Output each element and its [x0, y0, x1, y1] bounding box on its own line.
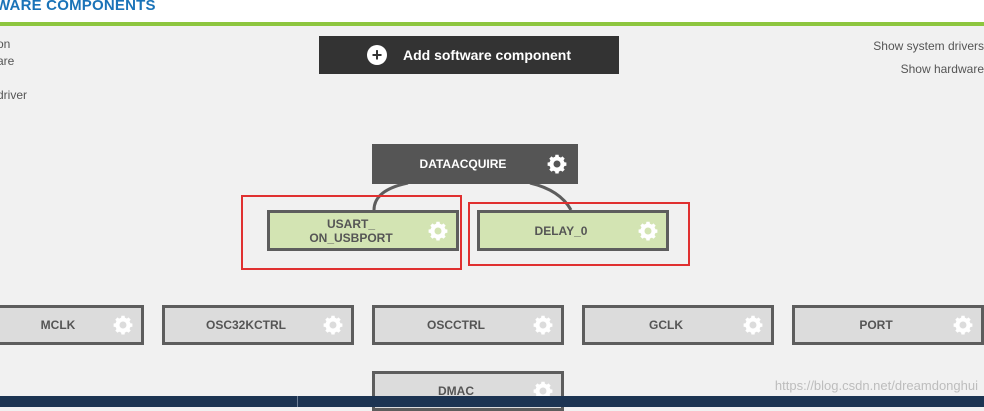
component-gclk-label: GCLK — [649, 318, 683, 332]
show-hardware-link[interactable]: Show hardware — [900, 62, 984, 76]
add-software-component-label: Add software component — [402, 47, 571, 63]
header-bar: WARE COMPONENTS — [0, 0, 984, 26]
component-dataacquire[interactable]: DATAACQUIRE — [372, 144, 578, 184]
component-oscctrl[interactable]: OSCCTRL — [372, 305, 564, 345]
show-system-drivers-link[interactable]: Show system drivers — [873, 39, 984, 53]
bottom-status-bar — [0, 396, 984, 407]
component-mclk[interactable]: MCLK — [0, 305, 144, 345]
gear-icon[interactable] — [111, 313, 135, 337]
component-gclk[interactable]: GCLK — [582, 305, 774, 345]
add-software-component-button[interactable]: + Add software component — [319, 36, 619, 74]
component-port-label: PORT — [859, 318, 893, 332]
component-usart-label-line-1: USART_ — [326, 216, 375, 231]
component-usart-label: USART_ ON_USBPORT — [270, 217, 426, 245]
bottom-bar-divider — [297, 396, 298, 407]
component-oscctrl-label: OSCCTRL — [427, 318, 485, 332]
watermark: https://blog.csdn.net/dreamdonghui — [774, 378, 978, 393]
component-osc32kctrl-label: OSC32KCTRL — [205, 318, 286, 332]
component-usart-on-usbport[interactable]: USART_ ON_USBPORT — [267, 210, 459, 251]
legend-line-1: on — [0, 37, 11, 51]
component-mclk-label: MCLK — [40, 318, 76, 332]
plus-icon: + — [366, 45, 387, 65]
component-dataacquire-label: DATAACQUIRE — [419, 157, 507, 171]
component-port[interactable]: PORT — [792, 305, 984, 345]
component-usart-label-line-2: ON_USBPORT — [309, 230, 393, 245]
component-dmac-label: DMAC — [438, 384, 474, 398]
component-delay-label: DELAY_0 — [534, 223, 588, 238]
gear-icon[interactable] — [951, 313, 975, 337]
gear-icon[interactable] — [636, 219, 660, 243]
gear-icon[interactable] — [531, 313, 555, 337]
component-osc32kctrl[interactable]: OSC32KCTRL — [162, 305, 354, 345]
legend-line-2: are — [0, 54, 15, 68]
gear-icon[interactable] — [321, 313, 345, 337]
gear-icon[interactable] — [741, 313, 765, 337]
component-delay-0[interactable]: DELAY_0 — [477, 210, 669, 251]
gear-icon[interactable] — [545, 152, 569, 176]
gear-icon[interactable] — [426, 219, 450, 243]
page-title: WARE COMPONENTS — [0, 0, 156, 14]
legend-line-3: driver — [0, 88, 28, 102]
